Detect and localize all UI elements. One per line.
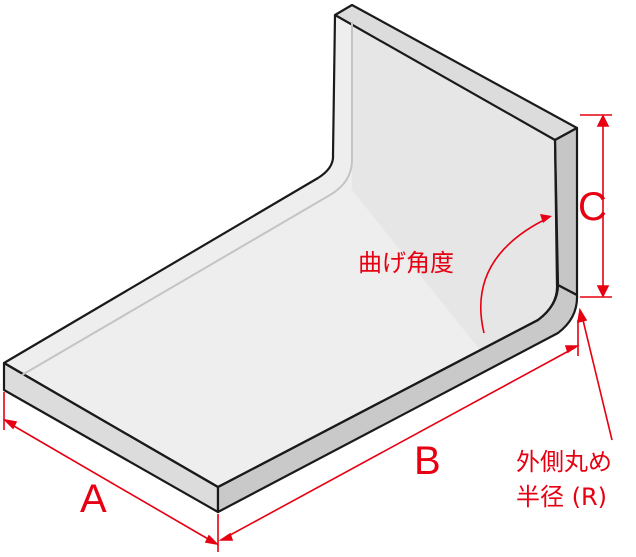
dimension-a [2, 392, 220, 552]
label-bend-angle: 曲げ角度 [358, 249, 454, 277]
label-c: C [578, 185, 607, 229]
dimension-b [218, 320, 580, 541]
label-b: B [414, 439, 441, 483]
label-radius-line2: 半径 (R) [516, 483, 607, 511]
bend-angle-arc [480, 214, 552, 334]
bend-inner-line [21, 22, 353, 376]
radius-leader [577, 307, 613, 441]
wall-inner-face [352, 22, 558, 350]
plate-outline [3, 14, 559, 489]
label-radius-line1: 外側丸め [516, 448, 612, 476]
label-a: A [80, 477, 107, 521]
wall-side-face [553, 126, 579, 297]
dimension-c [580, 114, 612, 298]
